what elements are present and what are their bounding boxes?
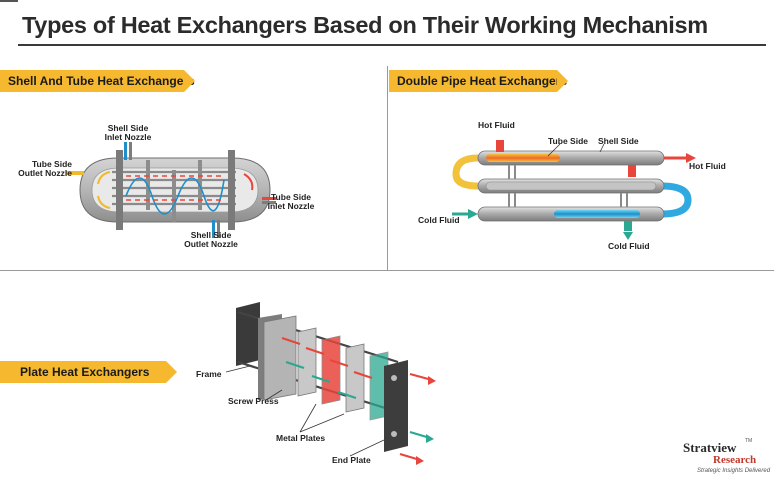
label-tube-side: Tube Side: [548, 136, 588, 146]
title-bar: Types of Heat Exchangers Based on Their …: [0, 0, 774, 52]
label-shell-side-outlet: Shell Side Outlet Nozzle: [184, 230, 238, 249]
logo-research: Research: [713, 454, 757, 466]
section-divider-horizontal: [0, 270, 774, 271]
title-accent-rule: [0, 0, 18, 2]
label-shell-side: Shell Side: [598, 136, 639, 146]
shell-tube-body: [66, 142, 276, 238]
label-tube-side-outlet: Tube Side Outlet Nozzle: [18, 159, 72, 178]
page-title: Types of Heat Exchangers Based on Their …: [22, 12, 708, 38]
label-tube-side-inlet: Tube Side Inlet Nozzle: [267, 192, 315, 211]
label-frame: Frame: [196, 369, 222, 379]
label-cold-fluid-out: Cold Fluid: [608, 241, 650, 251]
label-shell-side-inlet: Shell Side Inlet Nozzle: [104, 123, 152, 142]
section-divider-vertical: [387, 66, 388, 270]
stratview-logo: Stratview TM Research Strategic Insights…: [683, 438, 770, 480]
label-metal-plates: Metal Plates: [276, 433, 326, 443]
shell-tube-heading: Shell And Tube Heat Exchangers: [0, 70, 195, 92]
label-hot-fluid-in: Hot Fluid: [478, 120, 515, 130]
logo-wordmark: Stratview: [683, 440, 737, 455]
label-hot-fluid-out: Hot Fluid: [689, 161, 726, 171]
logo-tagline: Strategic Insights Delivered: [697, 468, 771, 474]
plate-exchanger-body: [225, 302, 436, 465]
logo-trademark: TM: [745, 438, 753, 444]
double-pipe-body: [452, 140, 696, 240]
double-pipe-heading: Double Pipe Heat Exchangers: [389, 70, 568, 92]
plate-heading: Plate Heat Exchangers: [0, 361, 177, 383]
label-screw-press: Screw Press: [228, 396, 279, 406]
title-underline: [18, 44, 766, 46]
label-end-plate: End Plate: [332, 455, 371, 465]
label-cold-fluid-in: Cold Fluid: [418, 215, 460, 225]
